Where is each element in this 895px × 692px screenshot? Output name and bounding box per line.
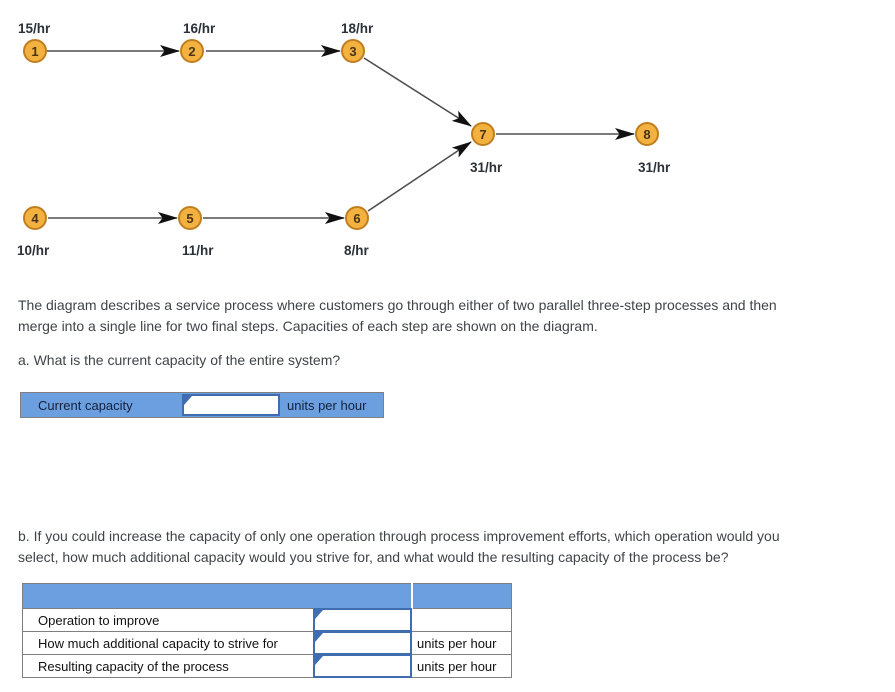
units-cell-empty: [411, 608, 512, 632]
answer-table-b: Operation to improve How much additional…: [22, 583, 512, 678]
process-node-8: 8: [635, 122, 659, 146]
process-node-7: 7: [471, 122, 495, 146]
table-b-header-cell-right: [410, 583, 512, 609]
table-row: Resulting capacity of the process units …: [22, 654, 512, 678]
question-a: a. What is the current capacity of the e…: [18, 350, 340, 371]
additional-capacity-label: How much additional capacity to strive f…: [22, 631, 314, 655]
resulting-capacity-answer-box[interactable]: [313, 654, 412, 678]
question-a-text: a. What is the current capacity of the e…: [18, 352, 341, 368]
operation-to-improve-answer-box[interactable]: [313, 608, 412, 632]
table-b-header-cell-left: [22, 583, 412, 609]
node-number: 2: [188, 43, 196, 59]
question-b-line-1: b. If you could increase the capacity of…: [18, 528, 780, 544]
process-flow-diagram: 1 2 3 4 5 6 7 8 15/hr 16/hr 18/hr 10/hr …: [0, 0, 895, 280]
arrow-6-7: [367, 141, 472, 212]
node-number: 6: [353, 210, 361, 226]
node-number: 7: [479, 126, 487, 142]
node-number: 3: [349, 43, 357, 59]
process-node-1: 1: [23, 39, 47, 63]
table-b-header-row: [22, 583, 512, 609]
node-number: 4: [31, 210, 39, 226]
operation-to-improve-input[interactable]: [315, 610, 410, 630]
current-capacity-input[interactable]: [184, 396, 278, 414]
diagram-arrows: [47, 45, 635, 224]
node-number: 1: [31, 43, 39, 59]
question-b: b. If you could increase the capacity of…: [18, 526, 780, 568]
capacity-label-4: 10/hr: [17, 243, 50, 258]
answer-table-a: Current capacity units per hour: [20, 392, 384, 418]
capacity-label-3: 18/hr: [341, 21, 374, 36]
units-per-hour-label: units per hour: [411, 654, 512, 678]
process-node-6: 6: [345, 206, 369, 230]
current-capacity-answer-box[interactable]: [182, 394, 280, 416]
capacity-label-5: 11/hr: [182, 243, 214, 258]
operation-to-improve-label: Operation to improve: [22, 608, 314, 632]
resulting-capacity-input[interactable]: [315, 656, 410, 676]
process-node-4: 4: [23, 206, 47, 230]
units-per-hour-label: units per hour: [287, 397, 367, 413]
intro-line-1: The diagram describes a service process …: [18, 297, 777, 313]
resulting-capacity-label: Resulting capacity of the process: [22, 654, 314, 678]
question-b-line-2: select, how much additional capacity wou…: [18, 549, 729, 565]
additional-capacity-answer-box[interactable]: [313, 631, 412, 655]
process-node-3: 3: [341, 39, 365, 63]
process-node-2: 2: [180, 39, 204, 63]
table-row: How much additional capacity to strive f…: [22, 631, 512, 655]
capacity-label-1: 15/hr: [18, 21, 51, 36]
intro-line-2: merge into a single line for two final s…: [18, 318, 598, 334]
capacity-label-6: 8/hr: [344, 243, 369, 258]
node-number: 8: [643, 126, 651, 142]
units-per-hour-label: units per hour: [411, 631, 512, 655]
capacity-label-8: 31/hr: [638, 160, 671, 175]
table-row: Operation to improve: [22, 608, 512, 632]
capacity-label-2: 16/hr: [183, 21, 216, 36]
additional-capacity-input[interactable]: [315, 633, 410, 653]
capacity-label-7: 31/hr: [470, 160, 503, 175]
intro-paragraph: The diagram describes a service process …: [18, 295, 777, 337]
process-node-5: 5: [178, 206, 202, 230]
node-number: 5: [186, 210, 194, 226]
current-capacity-label: Current capacity: [38, 397, 133, 413]
arrow-3-7: [363, 57, 472, 127]
